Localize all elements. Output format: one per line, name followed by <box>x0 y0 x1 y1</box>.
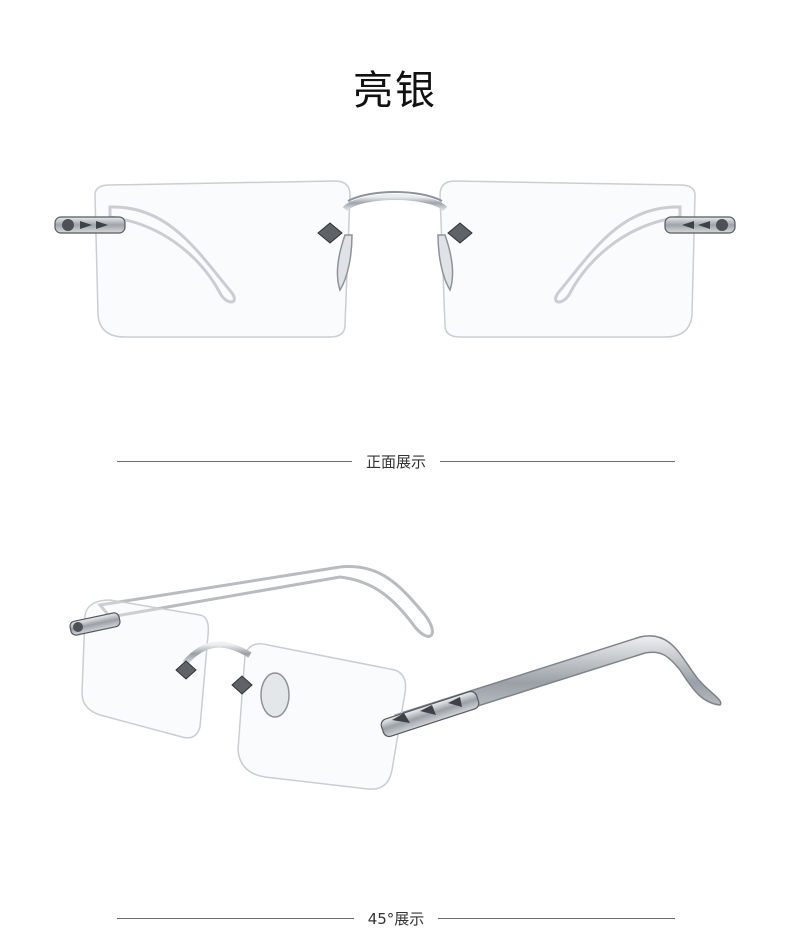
glasses-angle-photo <box>0 545 790 815</box>
glasses-angle-illustration <box>69 565 722 790</box>
divider-left <box>117 917 354 919</box>
glasses-front-illustration <box>54 180 736 338</box>
color-title: 亮银 <box>353 68 437 114</box>
divider-right <box>440 460 676 462</box>
glasses-front-photo <box>0 165 790 355</box>
caption-label-front: 正面展示 <box>366 452 427 471</box>
caption-angle-view: 45°展示 <box>117 908 675 928</box>
caption-front-view: 正面展示 <box>117 451 676 471</box>
caption-label-angle: 45°展示 <box>367 909 425 928</box>
divider-right <box>438 917 675 919</box>
divider-left <box>117 460 352 462</box>
